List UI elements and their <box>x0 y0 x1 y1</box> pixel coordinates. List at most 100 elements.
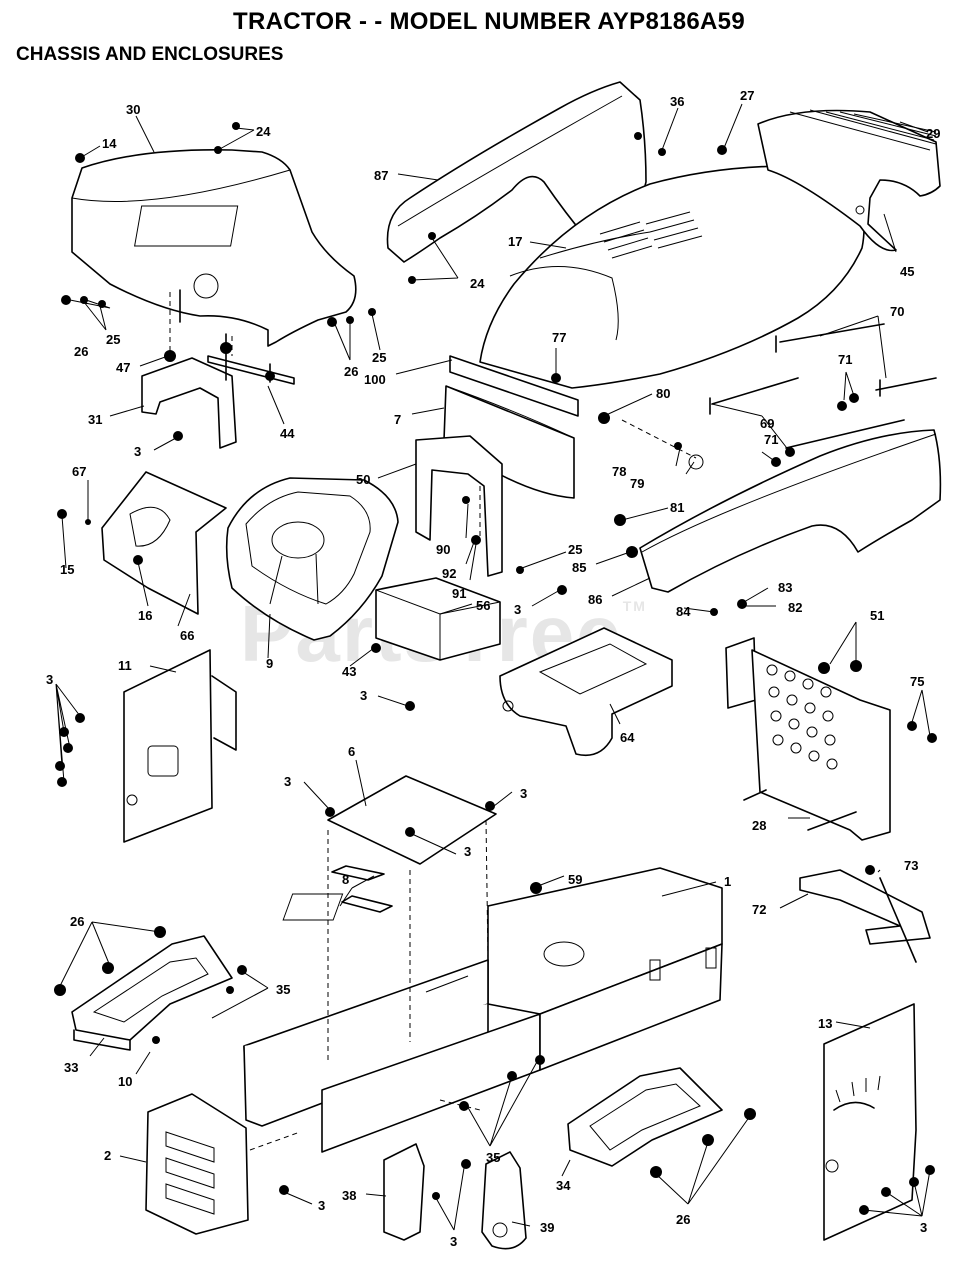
callout: 100 <box>364 372 386 387</box>
callout: 34 <box>556 1178 571 1193</box>
callout: 7 <box>394 412 401 427</box>
callout: 1 <box>724 874 731 889</box>
part-left-side-plate <box>123 649 237 843</box>
callout: 47 <box>116 360 130 375</box>
callout: 3 <box>360 688 367 703</box>
part-rear-plate <box>145 1093 249 1235</box>
callout: 75 <box>910 674 924 689</box>
part-right-footrest <box>567 1067 723 1167</box>
part-dash-bracket <box>443 355 579 499</box>
callout: 35 <box>276 982 290 997</box>
callout: 6 <box>348 744 355 759</box>
callout: 39 <box>540 1220 554 1235</box>
part-hood-side-right <box>639 429 942 593</box>
callout: 51 <box>870 608 884 623</box>
callout: 9 <box>266 656 273 671</box>
callout: 56 <box>476 598 490 613</box>
callout: 82 <box>788 600 802 615</box>
callout: 36 <box>670 94 684 109</box>
callout: 27 <box>740 88 754 103</box>
callout: 26 <box>74 344 88 359</box>
callout: 26 <box>344 364 358 379</box>
callout: 26 <box>70 914 84 929</box>
callout: 71 <box>838 352 852 367</box>
callout: 50 <box>356 472 370 487</box>
part-hood-bracket <box>799 869 931 963</box>
callout: 30 <box>126 102 140 117</box>
part-steering-support <box>415 435 503 577</box>
callout: 3 <box>450 1234 457 1249</box>
callout: 8 <box>342 872 349 887</box>
callout: 25 <box>568 542 582 557</box>
leader-lines <box>55 103 931 1231</box>
part-hood-rods <box>709 323 937 449</box>
callout: 25 <box>106 332 120 347</box>
callout: 59 <box>568 872 582 887</box>
callout: 43 <box>342 664 356 679</box>
callout: 70 <box>890 304 904 319</box>
callout: 26 <box>676 1212 690 1227</box>
part-front-grille <box>725 637 891 841</box>
callout: 29 <box>926 126 940 141</box>
callout: 81 <box>670 500 684 515</box>
callout: 3 <box>284 774 291 789</box>
callout: 15 <box>60 562 74 577</box>
callout: 33 <box>64 1060 78 1075</box>
callout: 24 <box>256 124 271 139</box>
callout: 73 <box>904 858 918 873</box>
page-title: TRACTOR - - MODEL NUMBER AYP8186A59 <box>233 8 745 35</box>
callout: 92 <box>442 566 456 581</box>
callout: 14 <box>102 136 117 151</box>
callout: 90 <box>436 542 450 557</box>
callout: 3 <box>134 444 141 459</box>
part-brackets-rear <box>331 865 527 1250</box>
callout: 67 <box>72 464 86 479</box>
callout: 2 <box>104 1148 111 1163</box>
callout: 86 <box>588 592 602 607</box>
callout: 17 <box>508 234 522 249</box>
part-hood <box>479 165 865 389</box>
part-main-frame <box>243 867 723 1153</box>
callout: 3 <box>520 786 527 801</box>
callout: 72 <box>752 902 766 917</box>
part-lower-panel <box>375 577 501 661</box>
callout: 64 <box>620 730 635 745</box>
part-grille-top <box>757 109 941 252</box>
part-left-footrest <box>71 935 233 1051</box>
callout: 66 <box>180 628 194 643</box>
callout: 71 <box>764 432 778 447</box>
callout: 13 <box>818 1016 832 1031</box>
callout: 80 <box>656 386 670 401</box>
callout: 77 <box>552 330 566 345</box>
part-right-side-plate <box>823 1003 917 1241</box>
callout: 79 <box>630 476 644 491</box>
callout: 84 <box>676 604 691 619</box>
part-front-support <box>499 627 673 757</box>
callout: 24 <box>470 276 485 291</box>
callout: 35 <box>486 1150 500 1165</box>
callout: 3 <box>920 1220 927 1235</box>
callout: 3 <box>464 844 471 859</box>
callout: 3 <box>318 1198 325 1213</box>
part-heat-shield <box>101 471 227 615</box>
callout: 3 <box>514 602 521 617</box>
callout: 3 <box>46 672 53 687</box>
part-mount-plate <box>327 775 497 865</box>
callout: 31 <box>88 412 102 427</box>
part-console <box>225 477 399 641</box>
callout: 87 <box>374 168 388 183</box>
callout: 28 <box>752 818 766 833</box>
callout: 78 <box>612 464 626 479</box>
callout: 85 <box>572 560 586 575</box>
callout: 16 <box>138 608 152 623</box>
callout: 25 <box>372 350 386 365</box>
callout: 44 <box>280 426 295 441</box>
callout: 69 <box>760 416 774 431</box>
section-title: CHASSIS AND ENCLOSURES <box>16 44 284 65</box>
callout: 91 <box>452 586 466 601</box>
callout: 11 <box>118 658 132 673</box>
callout: 10 <box>118 1074 132 1089</box>
callout: 45 <box>900 264 914 279</box>
